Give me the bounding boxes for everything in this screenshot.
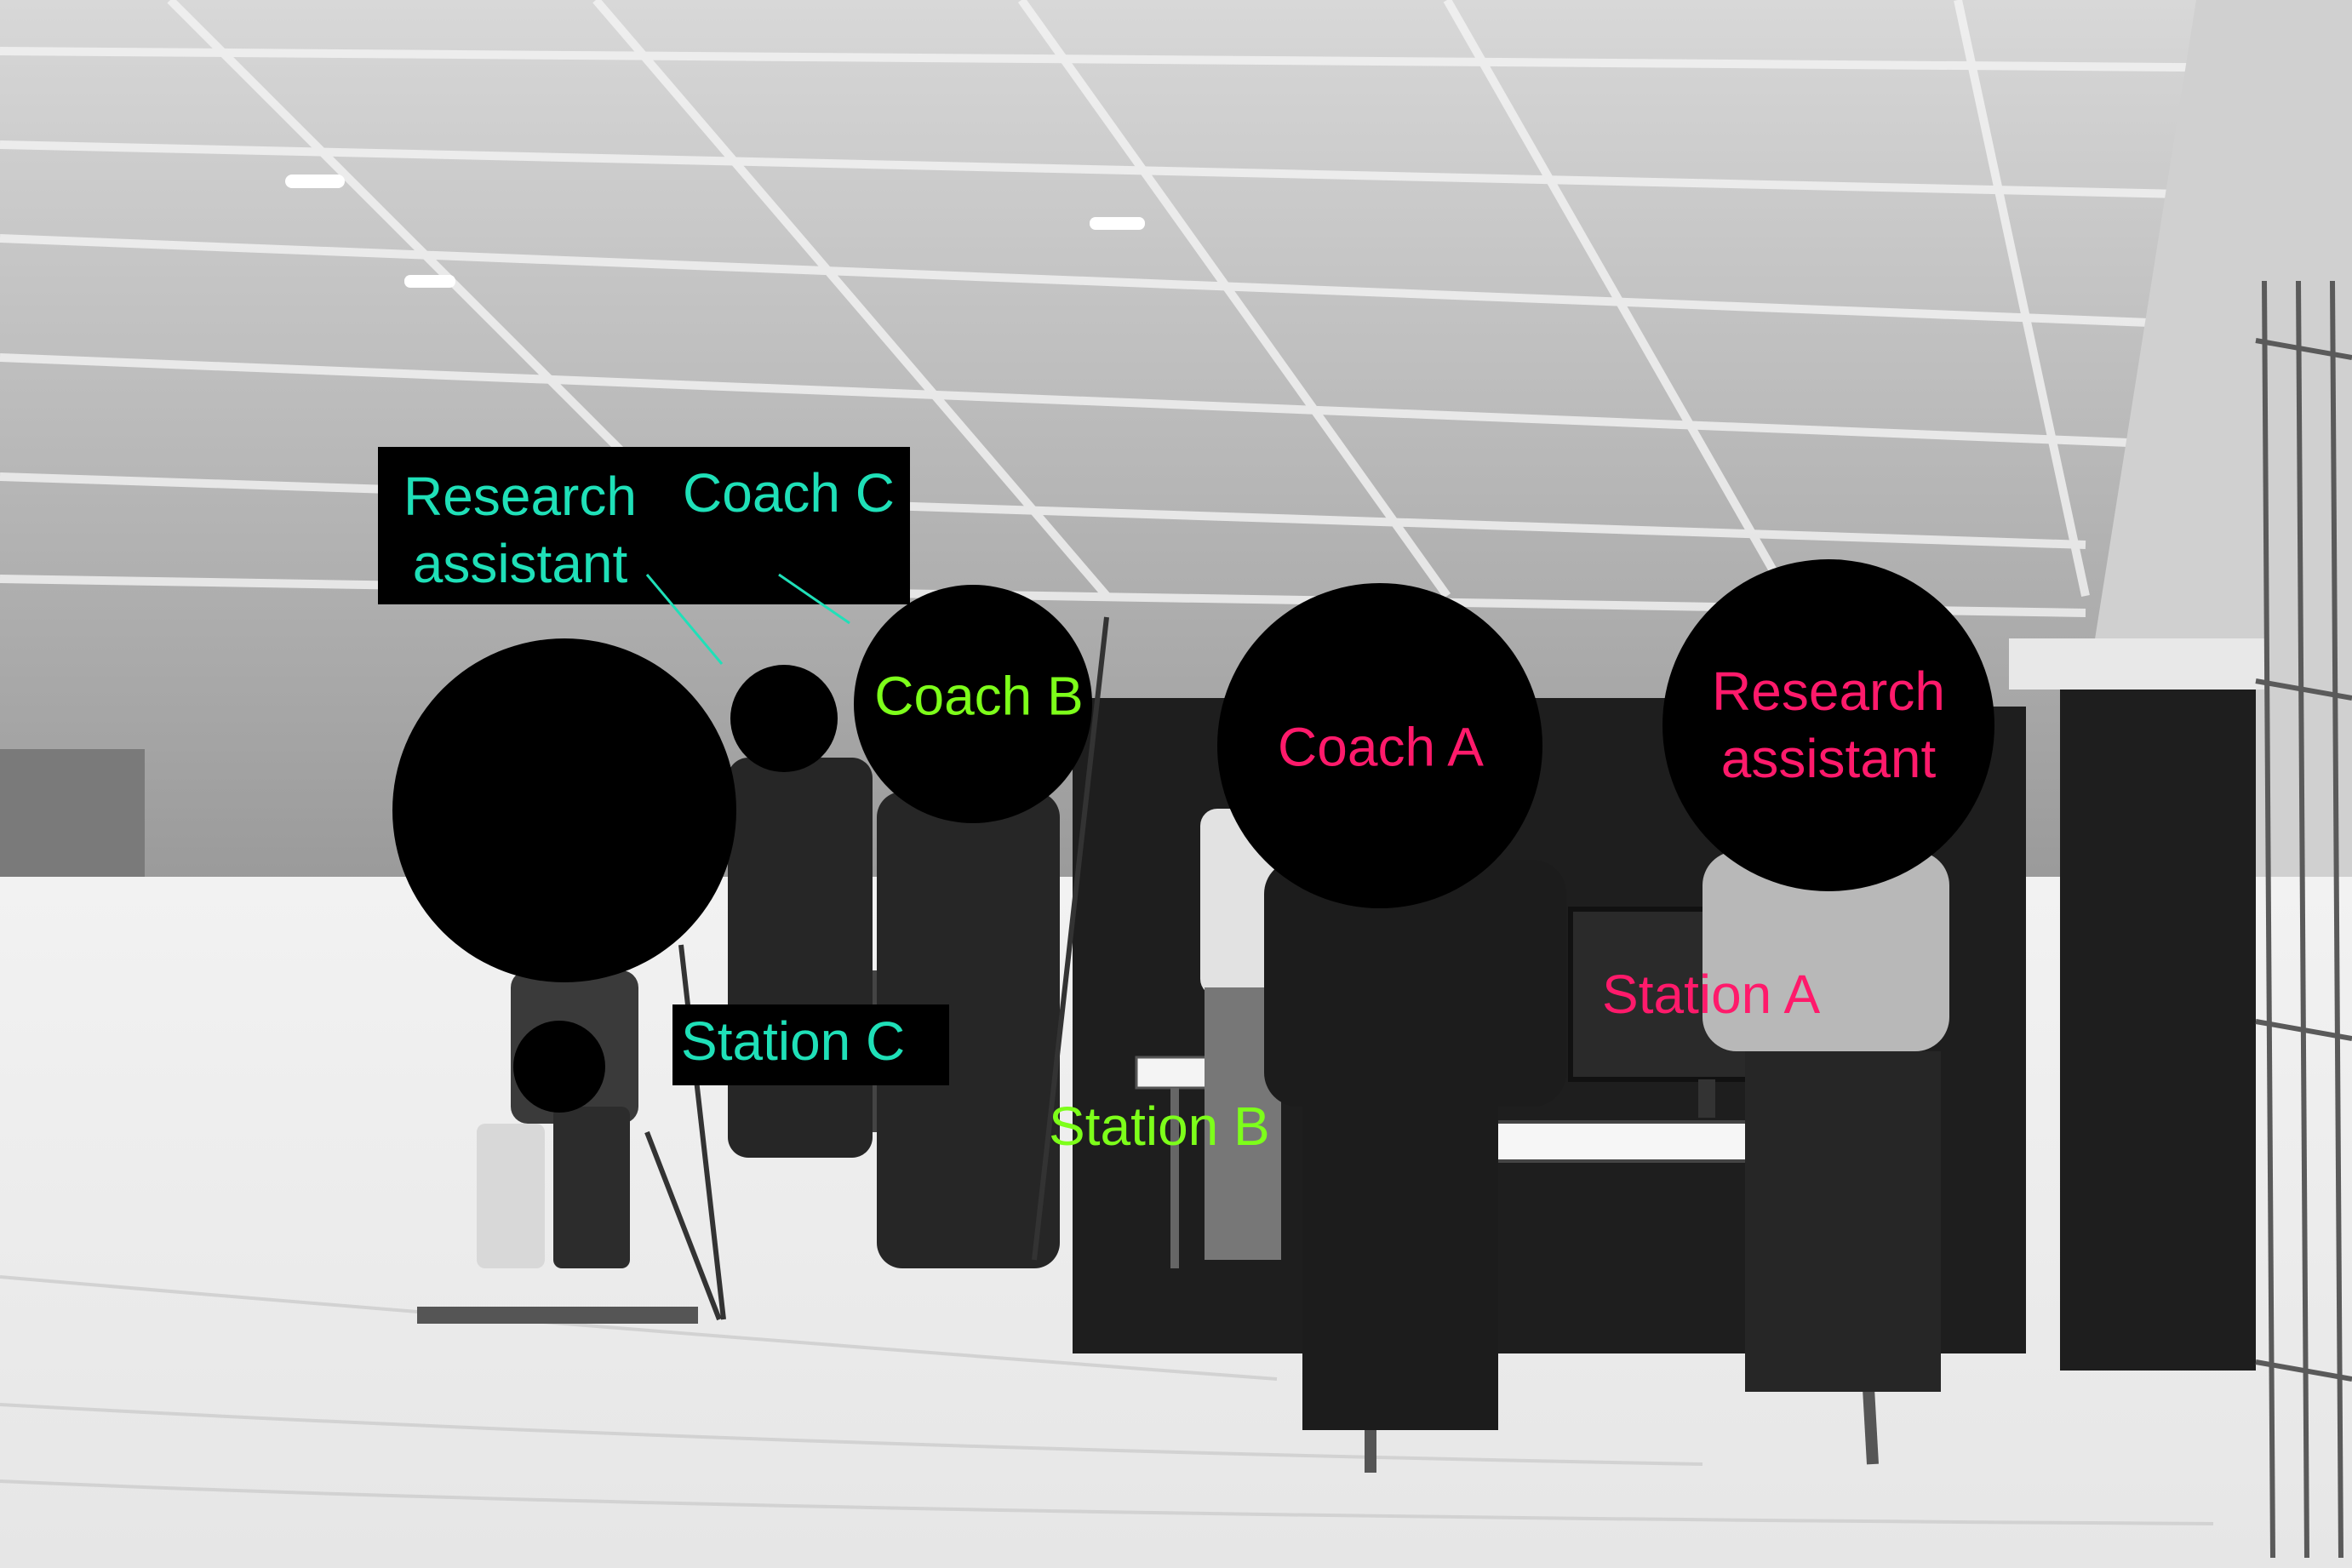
face-mask-research-assistant-c — [730, 665, 838, 772]
ceiling-trusses — [0, 0, 2299, 617]
label-research-assistant-c-line2: assistant — [412, 533, 628, 595]
person-research-assistant-a — [1702, 851, 1949, 1392]
ceiling-lights — [285, 175, 1145, 288]
face-mask-skier-small — [513, 1021, 605, 1113]
label-research-assistant-c: Research assistant — [397, 466, 644, 595]
label-box-station-c — [672, 1004, 949, 1085]
snow-tracks — [0, 1275, 2214, 1525]
label-coach-b: Coach B — [874, 665, 1084, 727]
label-research-assistant-a-line2: assistant — [1720, 728, 1937, 789]
label-box-research-coach-c — [378, 447, 910, 604]
label-coach-a: Coach A — [1278, 716, 1484, 778]
curtain-top-snow — [2009, 638, 2264, 690]
label-station-b: Station B — [1049, 1096, 1270, 1157]
label-research-assistant-a: Research assistant — [1712, 660, 1945, 789]
face-mask-coach-b — [854, 585, 1092, 823]
face-mask-coach-a — [1217, 583, 1542, 908]
label-station-a: Station A — [1602, 964, 1821, 1025]
label-research-assistant-c-line1: Research — [403, 466, 637, 527]
safety-net — [2255, 280, 2352, 1559]
face-mask-research-assistant-a — [1662, 559, 1994, 891]
arrow-coach-c — [778, 573, 850, 625]
person-coach-a — [1264, 860, 1566, 1430]
label-research-assistant-a-line1: Research — [1712, 660, 1945, 722]
label-coach-c: Coach C — [683, 462, 895, 524]
label-station-c: Station C — [681, 1010, 906, 1072]
person-coach-b — [877, 792, 1060, 1268]
back-fence — [0, 749, 145, 877]
face-mask-skier-large — [392, 638, 736, 982]
arrow-research-assistant-c — [645, 574, 724, 665]
